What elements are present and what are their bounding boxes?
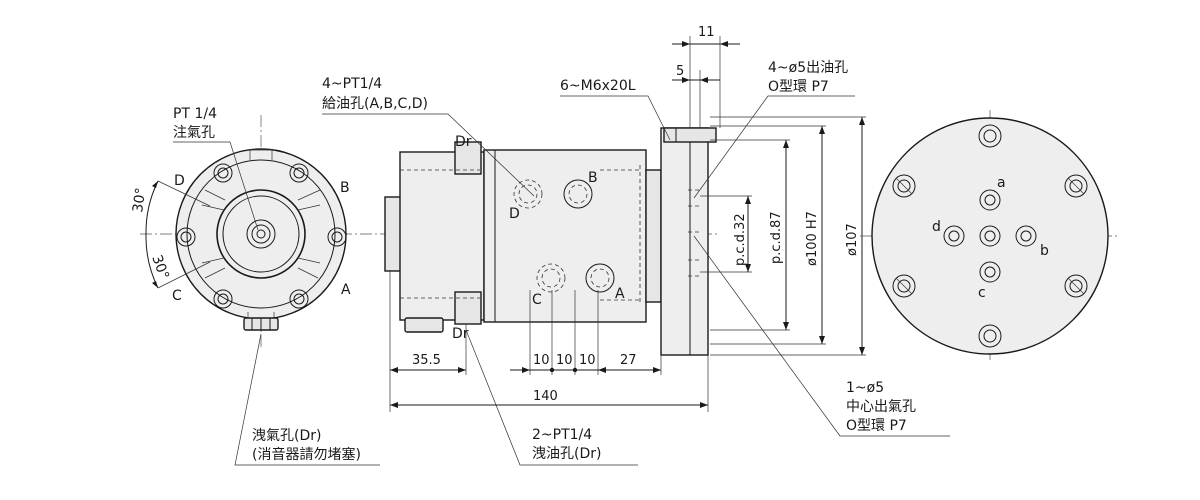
outlet-c bbox=[979, 261, 1001, 283]
bolt-hole bbox=[213, 163, 233, 183]
dim-5: 5 bbox=[676, 64, 684, 79]
outlet-oring: O型環 P7 bbox=[768, 79, 829, 95]
outlet-spec: 4~ø5出油孔 bbox=[768, 60, 848, 76]
bolt-hole bbox=[289, 163, 309, 183]
outlet-d bbox=[943, 225, 965, 247]
muffler-note: (消音器請勿堵塞) bbox=[252, 446, 361, 463]
dim-11: 11 bbox=[698, 25, 715, 40]
flange-bolt-hole bbox=[978, 324, 1002, 348]
drain-oil-label: 洩油孔(Dr) bbox=[532, 446, 601, 462]
outlet-b bbox=[1015, 225, 1037, 247]
supply-hole-label: 給油孔(A,B,C,D) bbox=[322, 96, 428, 112]
right-flange-view: a b c d bbox=[860, 110, 1120, 360]
outlet-a bbox=[979, 189, 1001, 211]
center-outlet bbox=[979, 225, 1001, 247]
pcd87-label: p.c.d.87 bbox=[769, 211, 784, 264]
flange-bolt-hole bbox=[1064, 174, 1088, 198]
left-port-B: B bbox=[340, 180, 350, 196]
pcd32-label: p.c.d.32 bbox=[733, 213, 748, 266]
dim-27: 27 bbox=[620, 353, 637, 368]
vent-hole-label: 洩氣孔(Dr) bbox=[252, 428, 321, 444]
left-port-C: C bbox=[172, 288, 182, 304]
drain-oil-spec: 2~PT1/4 bbox=[532, 427, 592, 443]
side-port-C: C bbox=[532, 292, 542, 308]
port-B-hole bbox=[563, 179, 593, 209]
dim-140: 140 bbox=[533, 389, 558, 404]
bolt-hole bbox=[289, 289, 309, 309]
dim-10-c: 10 bbox=[579, 353, 596, 368]
drain-top-label: Dr bbox=[455, 134, 472, 150]
left-port-D: D bbox=[174, 173, 185, 189]
dim-10-b: 10 bbox=[556, 353, 573, 368]
right-port-b: b bbox=[1040, 243, 1049, 259]
right-port-d: d bbox=[932, 219, 941, 235]
bolt-hole bbox=[213, 289, 233, 309]
flange-bolt-hole bbox=[892, 274, 916, 298]
port-D-hole bbox=[513, 179, 543, 209]
flange-bolt-hole bbox=[1064, 274, 1088, 298]
center-hole-spec: 1~ø5 bbox=[846, 380, 884, 396]
angle-lower-label: 30° bbox=[148, 253, 172, 282]
d107-label: ø107 bbox=[845, 223, 860, 256]
port-A-hole bbox=[585, 263, 615, 293]
dim-10-a: 10 bbox=[533, 353, 550, 368]
flange-bolt-hole bbox=[978, 124, 1002, 148]
angle-upper-label: 30° bbox=[130, 187, 149, 214]
left-end-view: 30° 30° PT 1/4 注氣孔 D B C A 洩氣孔(Dr) (消音器請… bbox=[130, 106, 380, 466]
left-port-A: A bbox=[341, 282, 351, 298]
screw-spec-label: 6~M6x20L bbox=[560, 78, 636, 94]
pt-label: PT 1/4 bbox=[173, 106, 217, 122]
bolt-hole bbox=[327, 227, 347, 247]
side-port-B: B bbox=[588, 170, 598, 186]
right-port-c: c bbox=[978, 285, 986, 301]
supply-spec-label: 4~PT1/4 bbox=[322, 76, 382, 92]
d100-label: ø100 H7 bbox=[805, 211, 820, 266]
port-C-hole bbox=[536, 263, 566, 293]
center-oring: O型環 P7 bbox=[846, 418, 907, 434]
side-port-D: D bbox=[509, 206, 520, 222]
bolt-hole bbox=[176, 227, 196, 247]
center-hole-label: 中心出氣孔 bbox=[846, 399, 916, 415]
side-port-A: A bbox=[615, 286, 625, 302]
right-port-a: a bbox=[997, 175, 1006, 191]
side-view: B D C A Dr Dr 4~PT1/4 給油孔(A,B,C,D) 6~M6x… bbox=[322, 25, 950, 466]
dim-35-5: 35.5 bbox=[412, 353, 441, 368]
drain-bottom-label: Dr bbox=[452, 326, 469, 342]
flange-bolt-hole bbox=[892, 174, 916, 198]
injection-hole-label: 注氣孔 bbox=[173, 125, 215, 141]
